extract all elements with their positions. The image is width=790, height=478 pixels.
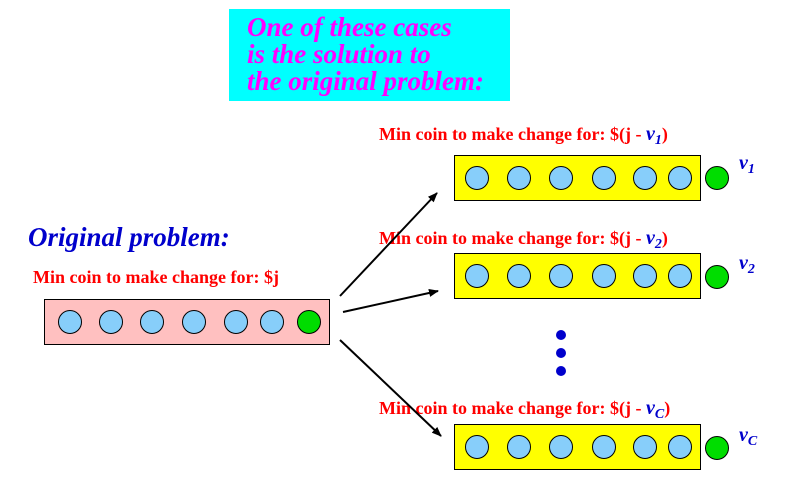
case-1-label-suffix: )	[661, 124, 668, 144]
coin	[58, 310, 82, 334]
ellipsis-dot	[556, 330, 566, 340]
arrow-to-case-c	[339, 339, 442, 437]
case-c-coin-value: vC	[739, 424, 758, 449]
coin	[260, 310, 284, 334]
coin	[633, 166, 657, 190]
case-1-label: Min coin to make change for: $(j - v1)	[379, 124, 668, 151]
coin	[507, 264, 531, 288]
coin	[592, 435, 616, 459]
case-1-coin-value: v1	[739, 152, 755, 177]
solution-callout: One of these cases is the solution to th…	[229, 9, 510, 101]
selected-coin	[297, 310, 321, 334]
coin	[99, 310, 123, 334]
coin	[507, 435, 531, 459]
coin	[465, 166, 489, 190]
case-2-label-prefix: Min coin to make change for: $(j -	[379, 228, 646, 248]
coin	[633, 435, 657, 459]
coin	[668, 264, 692, 288]
ellipsis-dot	[556, 348, 566, 358]
coin	[224, 310, 248, 334]
case-c-label-v: vC	[645, 397, 665, 422]
case-2-coin-row	[454, 253, 701, 299]
original-problem-label: Min coin to make change for: $j	[33, 267, 279, 287]
coin	[507, 166, 531, 190]
coin	[633, 264, 657, 288]
callout-line-2: is the solution to	[247, 39, 431, 69]
case-c-coin-row	[454, 424, 701, 470]
case-c-label-suffix: )	[664, 398, 671, 418]
coin	[465, 435, 489, 459]
case-2-coin-value: v2	[739, 252, 755, 277]
case-2-label: Min coin to make change for: $(j - v2)	[379, 228, 668, 255]
callout-line-3: the original problem:	[247, 66, 485, 96]
coin	[668, 435, 692, 459]
ellipsis-dot	[556, 366, 566, 376]
original-coin-row	[44, 299, 330, 345]
case-1-label-v: v1	[645, 123, 662, 148]
case-2-label-suffix: )	[661, 228, 668, 248]
coin	[592, 264, 616, 288]
arrow-to-case-2	[342, 289, 439, 313]
original-problem-heading: Original problem:	[28, 222, 230, 252]
case-1-removed-coin	[705, 166, 729, 190]
arrow-to-case-1	[339, 192, 438, 297]
coin	[140, 310, 164, 334]
case-c-label: Min coin to make change for: $(j - vC)	[379, 398, 670, 425]
case-2-label-v: v2	[645, 227, 662, 252]
case-c-removed-coin	[705, 436, 729, 460]
case-1-coin-row	[454, 155, 701, 201]
coin	[549, 435, 573, 459]
coin	[465, 264, 489, 288]
coin	[668, 166, 692, 190]
coin	[549, 264, 573, 288]
coin	[592, 166, 616, 190]
case-1-label-prefix: Min coin to make change for: $(j -	[379, 124, 646, 144]
case-2-removed-coin	[705, 265, 729, 289]
callout-line-1: One of these cases	[247, 12, 452, 42]
coin	[549, 166, 573, 190]
case-c-label-prefix: Min coin to make change for: $(j -	[379, 398, 646, 418]
coin	[182, 310, 206, 334]
